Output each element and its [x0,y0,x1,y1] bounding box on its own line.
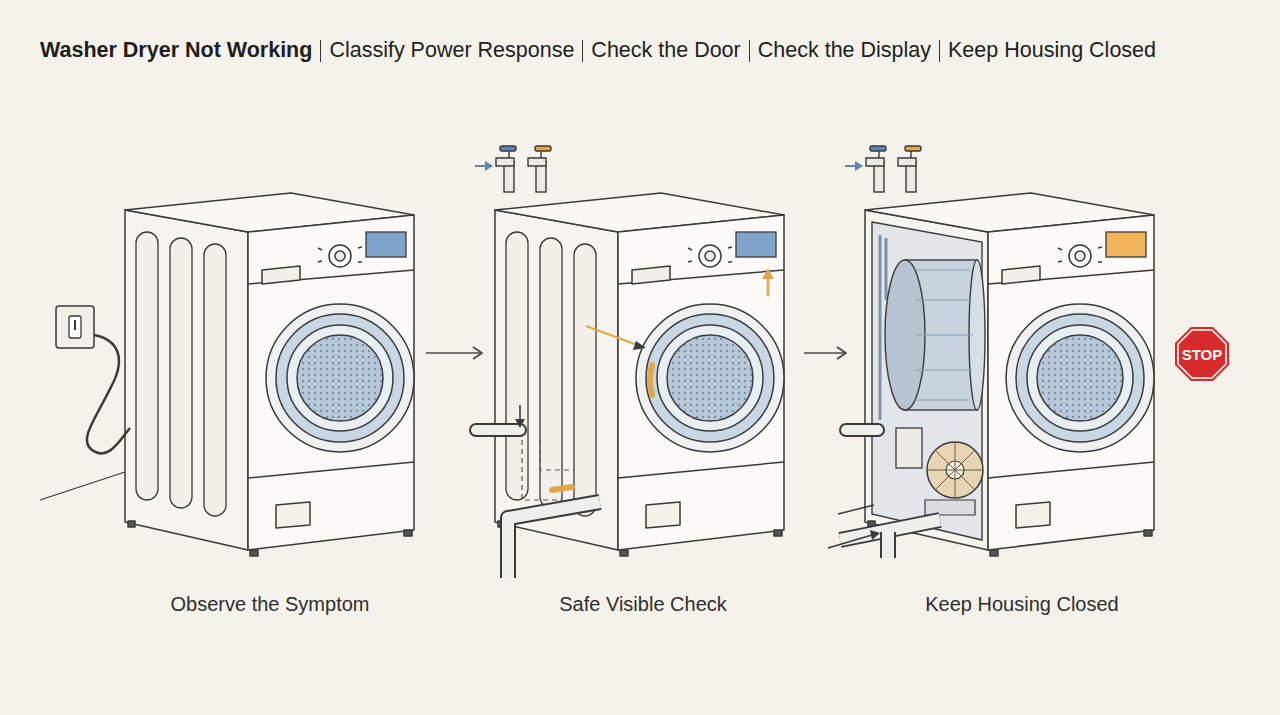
header-bar: Washer Dryer Not Working Classify Power R… [40,38,1156,63]
step-caption: Observe the Symptom [120,593,420,616]
washer-observe-part [56,306,94,348]
washer-visible-check-part [762,268,774,279]
washer-visible-check-part [522,440,575,500]
washer-housing-closed-part [882,532,894,558]
title-text: Washer Dryer Not Working [40,38,312,63]
washer-housing-closed-part [846,425,878,435]
stop-sign: STOP [1175,327,1229,381]
washer-housing-closed-part [925,500,975,515]
washer-housing-closed-part [872,222,982,540]
washer-housing-closed-part [865,193,1154,556]
washer-visible-check-part [506,232,596,516]
arrow-shaft [804,352,846,354]
washer-housing-closed-part [846,423,878,437]
step-caption: Keep Housing Closed [867,593,1177,616]
stop-text: STOP [1175,327,1229,381]
step-caption: Safe Visible Check [488,593,798,616]
subtitle-label: Check the Display [758,38,931,63]
washer-visible-check-part [633,341,646,350]
title-separator [749,40,750,62]
washer-housing-closed-part [838,505,874,514]
washer-housing-closed-part [845,146,921,192]
washer-visible-check-part [650,365,652,395]
washer-housing-closed-part [915,270,973,400]
washer-visible-check-part [586,326,640,346]
washer-visible-check [475,146,784,578]
subtitle-label: Keep Housing Closed [948,38,1156,63]
octagon-fill [1175,327,1229,381]
washer-housing-closed-part [927,442,983,498]
washer-visible-check-part [736,232,776,257]
flow-arrow [804,347,846,359]
washer-observe-part [136,232,226,516]
subtitle-label: Classify Power Response [329,38,574,63]
washer-step: Keep Housing Closed [852,170,1162,620]
washer-housing-closed-part [1106,232,1146,257]
washer-observe-part [69,316,81,338]
washer-visible-check-part [552,487,572,490]
washer-housing-closed-part [896,428,922,468]
title-separator [939,40,940,62]
subtitle-label: Check the Door [591,38,740,63]
washer-visible-check-part [515,419,525,428]
title-separator [582,40,583,62]
washer-observe-part [40,472,125,500]
washer-visible-check-part [476,423,520,437]
arrow-head [837,347,846,359]
washer-observe-part [366,232,406,257]
washer-observe-part [125,193,414,556]
washer-observe-part [74,320,76,330]
washer-visible-check-part [475,146,551,192]
washer-visible-check-part [495,193,784,556]
washer-observe [40,193,414,556]
washer-housing-closed-part [870,530,880,540]
arrow-shaft [426,352,482,354]
washer-visible-check-part [508,502,600,578]
washer-visible-check-part [476,425,520,435]
washer-housing-closed-part [828,535,872,548]
title-separator [320,40,321,62]
washer-step: Safe Visible Check [488,170,798,620]
washer-housing-closed-part [927,442,983,498]
washer-step: Observe the Symptom [120,170,420,620]
washer-visible-check-part [508,502,600,578]
arrow-head [473,347,482,359]
washer-observe-part [87,335,130,453]
washer-housing-closed-part [880,532,896,558]
flow-arrow [426,347,482,359]
washer-housing-closed [828,146,1154,558]
